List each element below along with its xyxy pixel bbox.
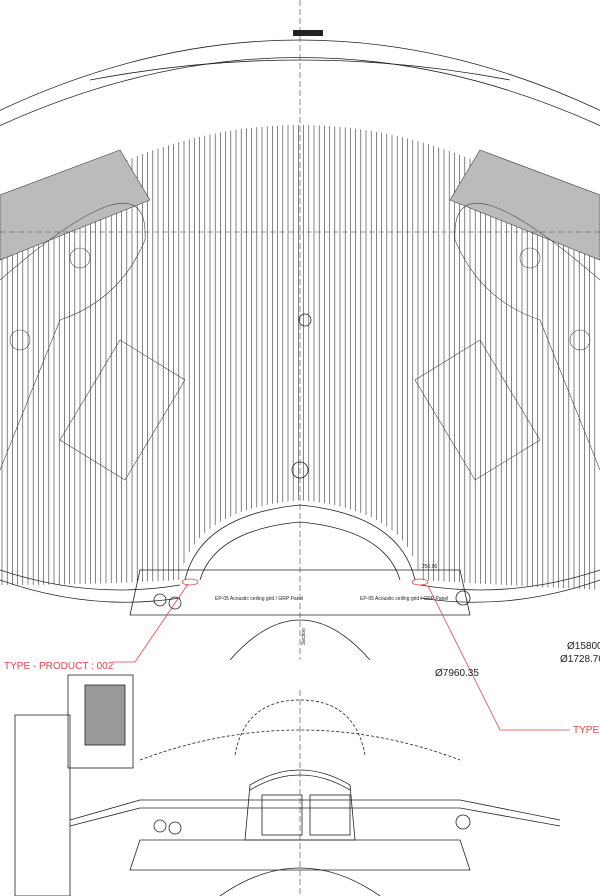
- dimension-label: Ø15800: [567, 641, 600, 652]
- dimension-label: Ø7960.35: [435, 668, 479, 679]
- type-product-callout: TYPE - PRODUCT : 002: [4, 661, 114, 672]
- panel-note-2: EP-05 Acoustic ceiling grid / GRP Panel: [360, 596, 448, 602]
- panel-note: EP-05 Acoustic ceiling grid / GRP Panel: [215, 596, 303, 602]
- lower-plan: [14, 674, 561, 896]
- dimension-label: Ø1728.70: [560, 654, 600, 665]
- stage: [129, 313, 471, 661]
- side-hatch-zones: [0, 149, 600, 481]
- section-label: Section: [301, 628, 307, 645]
- type-callout: TYPE: [573, 725, 599, 736]
- dimension-label: 250.00: [422, 564, 438, 570]
- red-markers: [112, 578, 570, 731]
